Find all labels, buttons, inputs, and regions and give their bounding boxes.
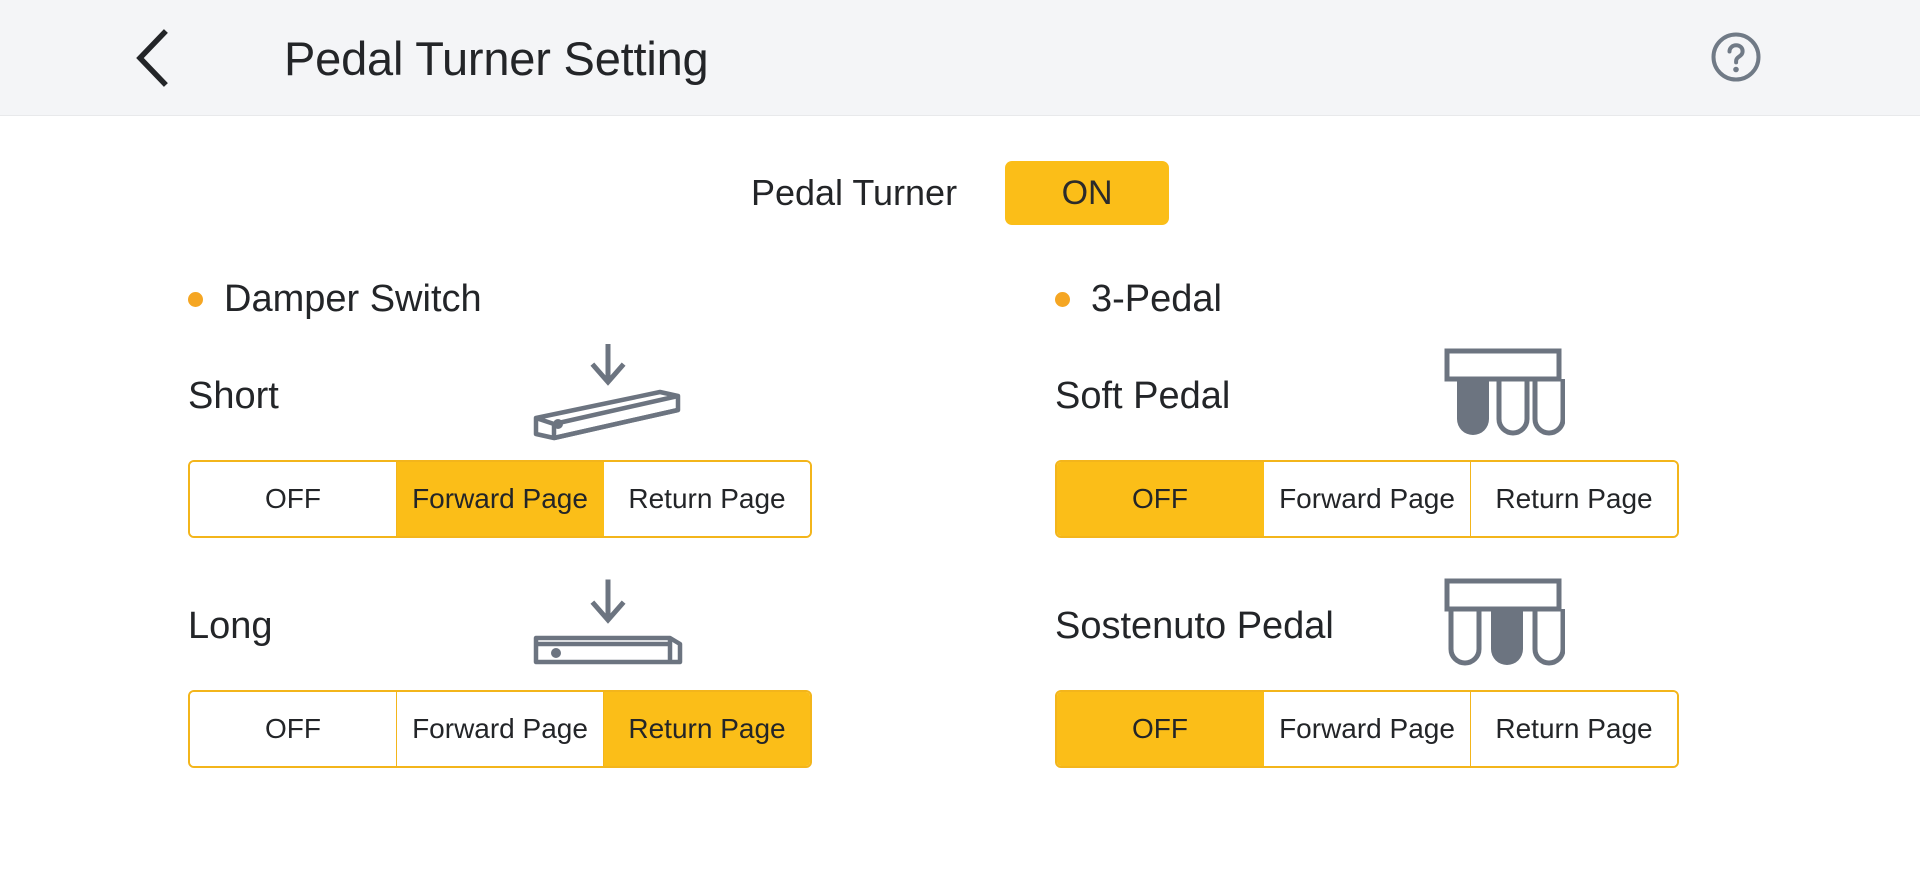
help-button[interactable]: [1702, 23, 1770, 91]
segment-off[interactable]: OFF: [1057, 692, 1264, 766]
segmented-control-sostenuto-pedal[interactable]: OFF Forward Page Return Page: [1055, 690, 1679, 768]
setting-block-sostenuto-pedal: Sostenuto Pedal OFF Forward Page Retur: [1055, 578, 1695, 768]
app-header: Pedal Turner Setting: [0, 0, 1920, 116]
back-button[interactable]: [118, 22, 188, 94]
pedal-turner-toggle-button[interactable]: ON: [1005, 161, 1170, 225]
three-pedal-middle-highlighted-icon: [1441, 571, 1565, 681]
three-pedal-left-highlighted-icon: [1441, 341, 1565, 451]
segment-off[interactable]: OFF: [1057, 462, 1264, 536]
segment-off[interactable]: OFF: [190, 462, 397, 536]
group-bullet-icon: [188, 291, 203, 307]
segment-off[interactable]: OFF: [190, 692, 397, 766]
segment-return-page[interactable]: Return Page: [604, 692, 810, 766]
segment-return-page[interactable]: Return Page: [1471, 462, 1677, 536]
setting-label: Long: [188, 604, 273, 647]
page-title: Pedal Turner Setting: [284, 31, 709, 85]
setting-block-soft-pedal: Soft Pedal OFF Forward Page Return Pag: [1055, 348, 1695, 538]
segment-forward-page[interactable]: Forward Page: [1264, 692, 1471, 766]
setting-label: Soft Pedal: [1055, 374, 1231, 417]
master-toggle-label: Pedal Turner: [750, 172, 958, 213]
segment-forward-page[interactable]: Forward Page: [1264, 462, 1471, 536]
group-header: Damper Switch: [188, 272, 828, 326]
group-bullet-icon: [1055, 291, 1070, 307]
setting-row-header: Short: [188, 344, 828, 442]
segment-return-page[interactable]: Return Page: [604, 462, 810, 536]
setting-row-header: Sostenuto Pedal: [1055, 578, 1695, 672]
setting-block-long: Long: [188, 579, 828, 768]
chevron-left-icon: [131, 27, 175, 89]
setting-label: Short: [188, 374, 279, 417]
segment-return-page[interactable]: Return Page: [1471, 692, 1677, 766]
segmented-control-short[interactable]: OFF Forward Page Return Page: [188, 460, 812, 538]
group-3-pedal: 3-Pedal Soft Pedal OFF: [1055, 272, 1695, 768]
segment-forward-page[interactable]: Forward Page: [397, 462, 604, 536]
setting-label: Sostenuto Pedal: [1055, 604, 1334, 647]
pedal-flat-down-arrow-icon: [528, 574, 688, 678]
setting-row-header: Long: [188, 579, 828, 672]
group-damper-switch: Damper Switch Short: [188, 272, 828, 768]
group-title: Damper Switch: [224, 277, 482, 320]
help-circle-icon: [1710, 31, 1762, 83]
pedal-tilted-down-arrow-icon: [528, 344, 688, 448]
master-toggle-row: Pedal Turner ON: [0, 160, 1920, 226]
group-header: 3-Pedal: [1055, 272, 1695, 326]
segmented-control-long[interactable]: OFF Forward Page Return Page: [188, 690, 812, 768]
setting-block-short: Short: [188, 344, 828, 538]
segment-forward-page[interactable]: Forward Page: [397, 692, 604, 766]
segmented-control-soft-pedal[interactable]: OFF Forward Page Return Page: [1055, 460, 1679, 538]
setting-row-header: Soft Pedal: [1055, 348, 1695, 442]
group-title: 3-Pedal: [1091, 277, 1222, 320]
